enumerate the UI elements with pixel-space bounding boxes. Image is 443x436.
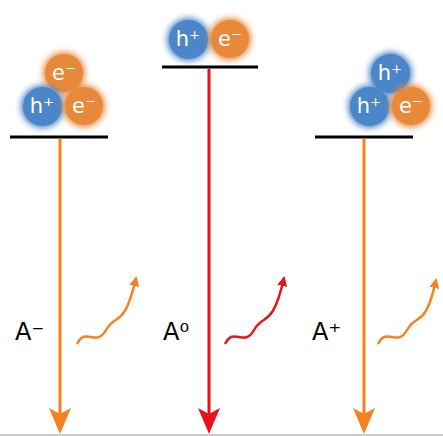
particle-label: h⁺ (176, 29, 200, 50)
particle-label: e⁻ (52, 63, 76, 84)
particle-label: h⁺ (30, 96, 54, 117)
particle-label: h⁺ (378, 63, 402, 84)
state-label: A⁺ (311, 320, 342, 344)
transition-arrow (353, 139, 375, 434)
particle-circle: h⁺ (350, 87, 389, 126)
particle-label: h⁺ (357, 96, 381, 117)
transition-arrow (198, 69, 220, 434)
particle-label: e⁻ (399, 96, 423, 117)
particle-circle: e⁻ (392, 87, 430, 125)
transition-arrow (49, 139, 71, 434)
particle-circle: h⁺ (23, 87, 62, 126)
ground-level (0, 434, 443, 436)
particle-label: e⁻ (72, 96, 96, 117)
energy-level (10, 136, 108, 139)
state-label: A⁰ (162, 320, 190, 344)
energy-level (162, 66, 258, 69)
particle-circle: h⁺ (169, 20, 208, 59)
state-label: A⁻ (14, 320, 45, 344)
photon-symbol (77, 278, 136, 344)
particle-circle: e⁻ (211, 20, 249, 58)
photon-symbol (378, 280, 436, 344)
particle-circle: e⁻ (65, 87, 103, 125)
particle-circle: h⁺ (371, 54, 410, 93)
particle-circle: e⁻ (45, 54, 83, 92)
energy-level (315, 136, 413, 139)
photon-symbol (225, 278, 284, 344)
particle-label: e⁻ (218, 29, 242, 50)
